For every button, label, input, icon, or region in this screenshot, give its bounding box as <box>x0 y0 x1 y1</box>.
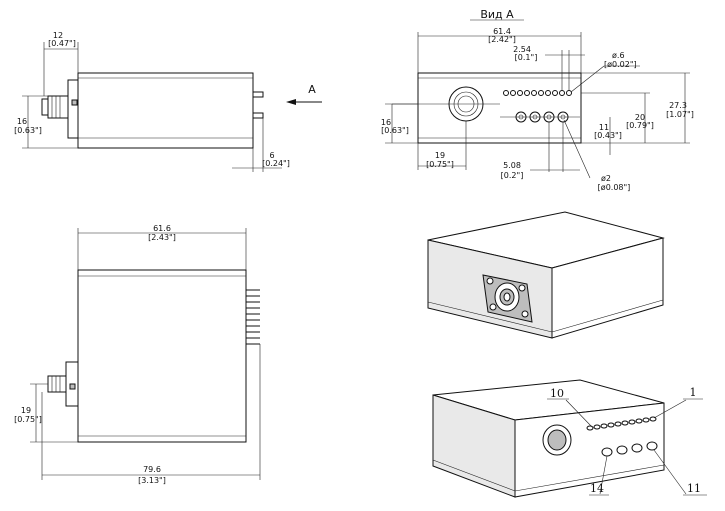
iso2-post-row <box>601 441 658 457</box>
front-x508-dim-in: [0.2"] <box>501 171 524 180</box>
view-title: Вид А <box>480 8 514 21</box>
top-view: 61.6 [2.43"] 19 [0.75"] 79.6 [3.13"] <box>14 224 261 485</box>
side-view: 12 [0.47"] 16 [0.63"] 6 [0.24"] A <box>14 31 322 172</box>
top-total-dim-in: [3.13"] <box>138 476 166 485</box>
callout-10: 10 <box>550 387 564 400</box>
isometric-view-front <box>427 211 665 339</box>
side-view-body <box>77 72 254 149</box>
side-pin <box>252 112 264 119</box>
side-left-dim: 16 <box>17 117 27 126</box>
front-view: Вид А <box>381 8 694 192</box>
front-left-dim-in: [0.63"] <box>381 126 409 135</box>
front-h20-dim-in: [0.79"] <box>626 121 654 130</box>
isometric-view-rear: 10 1 14 11 <box>432 379 707 498</box>
view-arrow-label: A <box>308 83 316 96</box>
front-height-dim-in: [1.07"] <box>666 110 694 119</box>
iso2-pin-row <box>586 416 657 431</box>
front-x19-dim-in: [0.75"] <box>426 160 454 169</box>
side-left-dim-in: [0.63"] <box>14 126 42 135</box>
front-x19-dim: 19 <box>435 151 445 160</box>
front-x508-dim: 5.08 <box>503 161 521 170</box>
front-h11-dim: 11 <box>599 123 609 132</box>
pin-diameter-dim: ø.6 <box>612 51 625 60</box>
front-view-body <box>417 72 582 144</box>
top-width-dim-in: [2.43"] <box>148 233 176 242</box>
top-pin-row <box>246 289 260 345</box>
post-diameter-dim: ø2 <box>601 174 611 183</box>
pin-diameter-dim-in: [ø0.02"] <box>604 60 637 69</box>
top-view-body <box>77 269 247 443</box>
side-right-dim-in: [0.24"] <box>262 159 290 168</box>
front-width-dim: 61.4 <box>493 27 511 36</box>
top-width-dim: 61.6 <box>153 224 171 233</box>
top-total-dim: 79.6 <box>143 465 161 474</box>
iso1-side-face <box>551 237 664 339</box>
callout-1: 1 <box>690 386 697 399</box>
front-height-dim: 27.3 <box>669 101 687 110</box>
side-connector-flange <box>67 79 79 139</box>
front-h20-dim: 20 <box>635 113 645 122</box>
top-connector-body <box>47 375 67 393</box>
front-width-dim-in: [2.42"] <box>488 35 516 44</box>
pitch-dim-in: [0.1"] <box>515 53 538 62</box>
top-side-dim-in: [0.75"] <box>14 415 42 424</box>
side-top-dim-in: [0.47"] <box>48 39 76 48</box>
front-h11-dim-in: [0.43"] <box>594 131 622 140</box>
side-pin <box>252 91 264 98</box>
side-connector-body <box>47 95 69 119</box>
side-top-dim: 12 <box>53 31 63 40</box>
top-side-dim: 19 <box>21 406 31 415</box>
callout-14: 14 <box>590 482 604 495</box>
front-pin-row <box>503 90 572 96</box>
front-left-dim: 16 <box>381 118 391 127</box>
post-diameter-dim-in: [ø0.08"] <box>598 183 631 192</box>
side-right-dim: 6 <box>269 151 274 160</box>
callout-11: 11 <box>687 482 701 495</box>
pitch-dim: 2.54 <box>513 45 531 54</box>
